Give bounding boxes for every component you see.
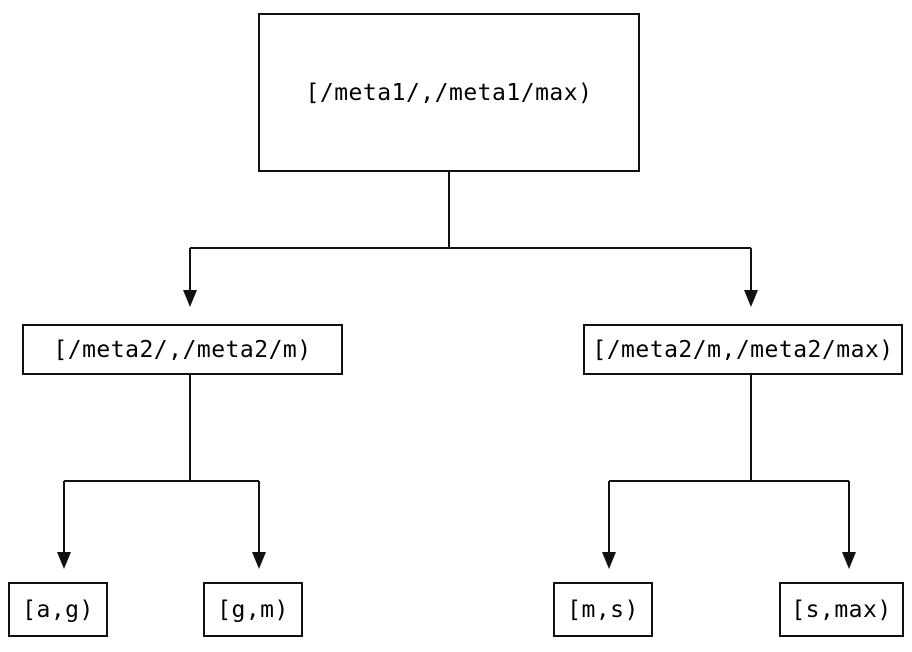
tree-node-label: [/meta2/m,/meta2/max) (592, 336, 894, 363)
tree-node-label: [/meta1/,/meta1/max) (305, 79, 593, 106)
arrowhead-down-icon (744, 290, 758, 307)
tree-node-root: [/meta1/,/meta1/max) (258, 13, 640, 172)
tree-node-meta2-right: [/meta2/m,/meta2/max) (583, 324, 903, 375)
tree-node-meta2-left: [/meta2/,/meta2/m) (22, 324, 343, 375)
tree-node-label: [s,max) (791, 596, 892, 623)
tree-node-label: [m,s) (567, 596, 639, 623)
arrowhead-down-icon (183, 290, 197, 307)
tree-node-label: [g,m) (217, 596, 289, 623)
arrowhead-down-icon (57, 552, 71, 569)
tree-node-leaf-smax: [s,max) (779, 582, 904, 637)
tree-node-label: [/meta2/,/meta2/m) (53, 336, 312, 363)
arrowhead-down-icon (842, 552, 856, 569)
tree-node-label: [a,g) (22, 596, 94, 623)
arrowhead-down-icon (602, 552, 616, 569)
edge-meta2-left-to-leaves (57, 375, 266, 569)
tree-node-leaf-gm: [g,m) (203, 582, 303, 637)
tree-node-leaf-ag: [a,g) (8, 582, 108, 637)
tree-node-leaf-ms: [m,s) (553, 582, 653, 637)
arrowhead-down-icon (252, 552, 266, 569)
edge-meta2-right-to-leaves (602, 375, 856, 569)
edge-root-to-level2 (183, 172, 758, 307)
